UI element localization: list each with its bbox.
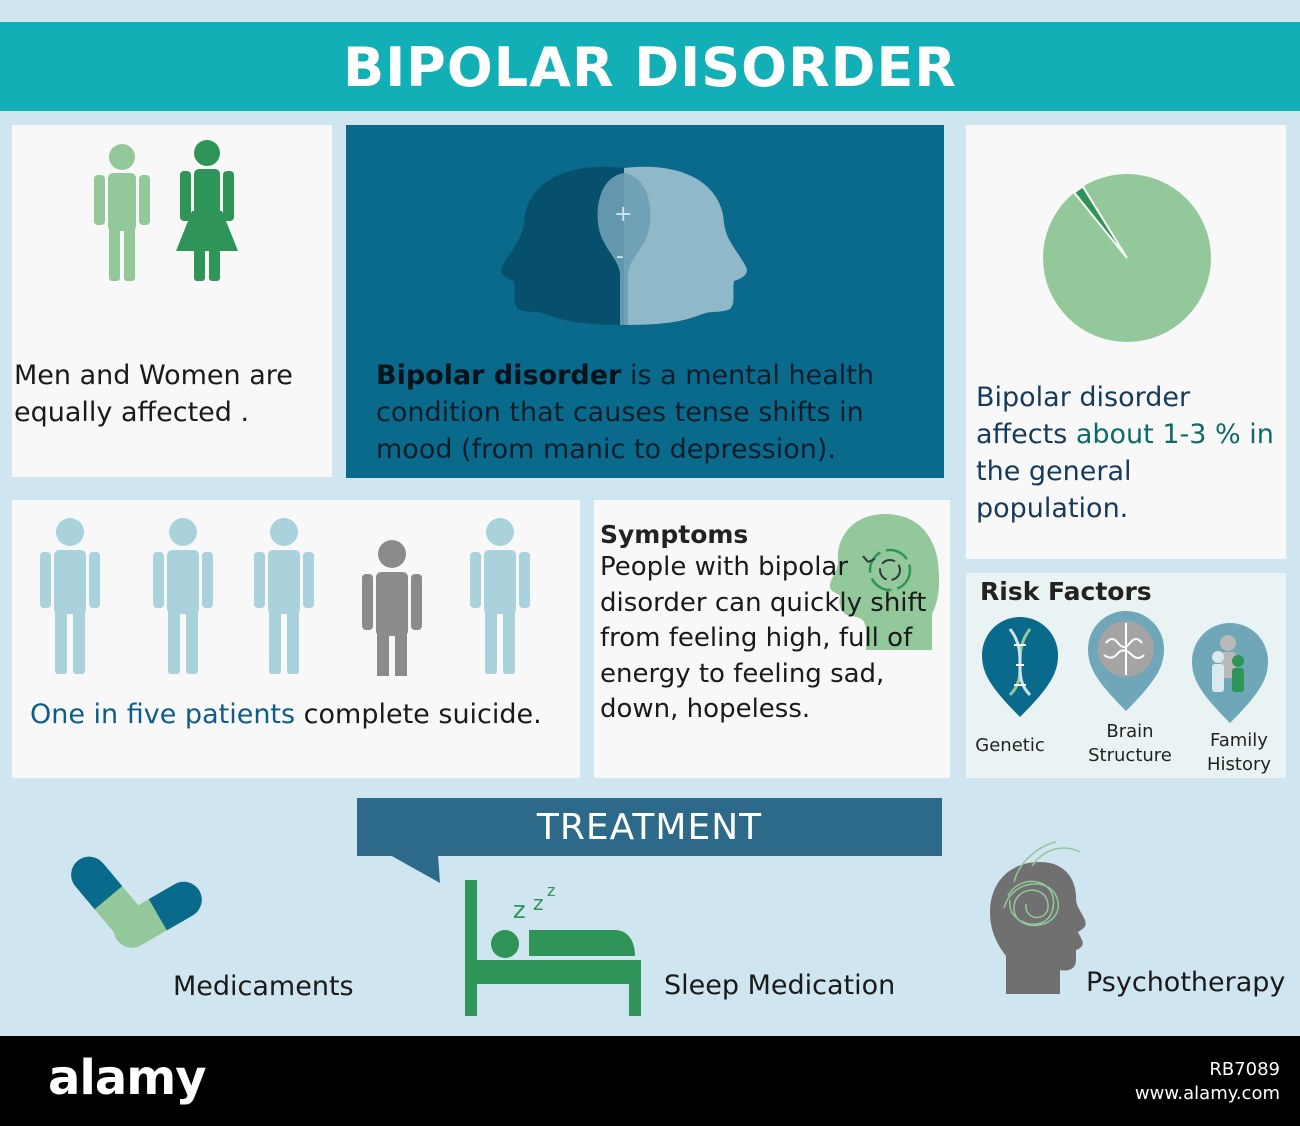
suicide-panel: One in five patients complete suicide.	[12, 500, 580, 778]
page-title: BIPOLAR DISORDER	[343, 36, 957, 99]
definition-term: Bipolar disorder	[376, 360, 622, 391]
pills-icon	[71, 856, 202, 948]
man-woman-icon	[94, 140, 238, 281]
site-url: www.alamy.com	[1134, 1083, 1280, 1104]
treatment-item-sleep: Sleep Medication	[664, 970, 896, 1001]
title-banner: BIPOLAR DISORDER	[0, 22, 1300, 111]
definition-panel: + - Bipolar disorder is a mental health …	[346, 125, 944, 478]
suicide-text: One in five patients complete suicide.	[30, 696, 575, 733]
prevalence-text-c: the general population.	[976, 456, 1132, 524]
head-swirl-icon	[830, 514, 940, 650]
two-heads-icon: + -	[501, 166, 747, 325]
treatment-banner: TREATMENT	[357, 798, 942, 856]
svg-text:z: z	[547, 881, 555, 900]
risk-item-family: Family History	[1206, 730, 1272, 775]
gender-text: Men and Women are equally affected .	[14, 360, 293, 428]
treatment-item-medicaments: Medicaments	[173, 971, 354, 1002]
brain-icon	[1088, 611, 1164, 711]
prevalence-pie	[1043, 174, 1211, 342]
treatment-item-psychotherapy: Psychotherapy	[1086, 967, 1286, 998]
bed-sleep-icon: z z z	[465, 880, 641, 1016]
risk-item-genetic: Genetic	[975, 735, 1045, 756]
symptoms-body: People with bipolar disorder can quickly…	[600, 552, 927, 724]
gender-panel: Men and Women are equally affected .	[12, 125, 332, 477]
prevalence-text: Bipolar disorder affects about 1-3 % in …	[976, 379, 1281, 527]
alamy-logo: alamy	[48, 1050, 207, 1106]
treatment-heading: TREATMENT	[536, 807, 763, 848]
definition-text: Bipolar disorder is a mental health cond…	[376, 357, 926, 468]
risk-panel: Risk Factors Genetic Brain Structure Fam…	[966, 573, 1286, 778]
svg-text:z: z	[513, 896, 526, 924]
suicide-rest: complete suicide.	[295, 699, 542, 730]
suicide-highlight: One in five patients	[30, 699, 296, 730]
tangled-head-icon	[990, 841, 1086, 994]
image-id: RB7089	[1209, 1059, 1280, 1080]
symptoms-heading: Symptoms	[600, 520, 749, 549]
footer-bar: alamy RB7089 www.alamy.com	[0, 1036, 1300, 1126]
symptoms-panel: Symptoms People with bipolar disorder ca…	[594, 500, 950, 778]
definition-body: is a mental health condition that causes…	[376, 360, 874, 465]
risk-heading: Risk Factors	[980, 577, 1152, 606]
svg-text:-: -	[616, 244, 624, 269]
family-icon	[1192, 623, 1268, 723]
footer-credit: RB7089 www.alamy.com	[1135, 1058, 1280, 1106]
prevalence-text-a: Bipolar disorder affects	[976, 382, 1191, 450]
prevalence-panel: Bipolar disorder affects about 1-3 % in …	[966, 125, 1286, 559]
risk-item-brain: Brain Structure	[1088, 721, 1172, 766]
banner-tail	[390, 855, 440, 883]
dna-icon	[982, 617, 1058, 717]
svg-text:+: +	[614, 202, 632, 227]
five-people-icon	[40, 518, 530, 676]
prevalence-text-b: about 1-3 % in	[1075, 419, 1274, 450]
svg-text:z: z	[533, 891, 544, 915]
pie-slice	[1072, 185, 1128, 259]
